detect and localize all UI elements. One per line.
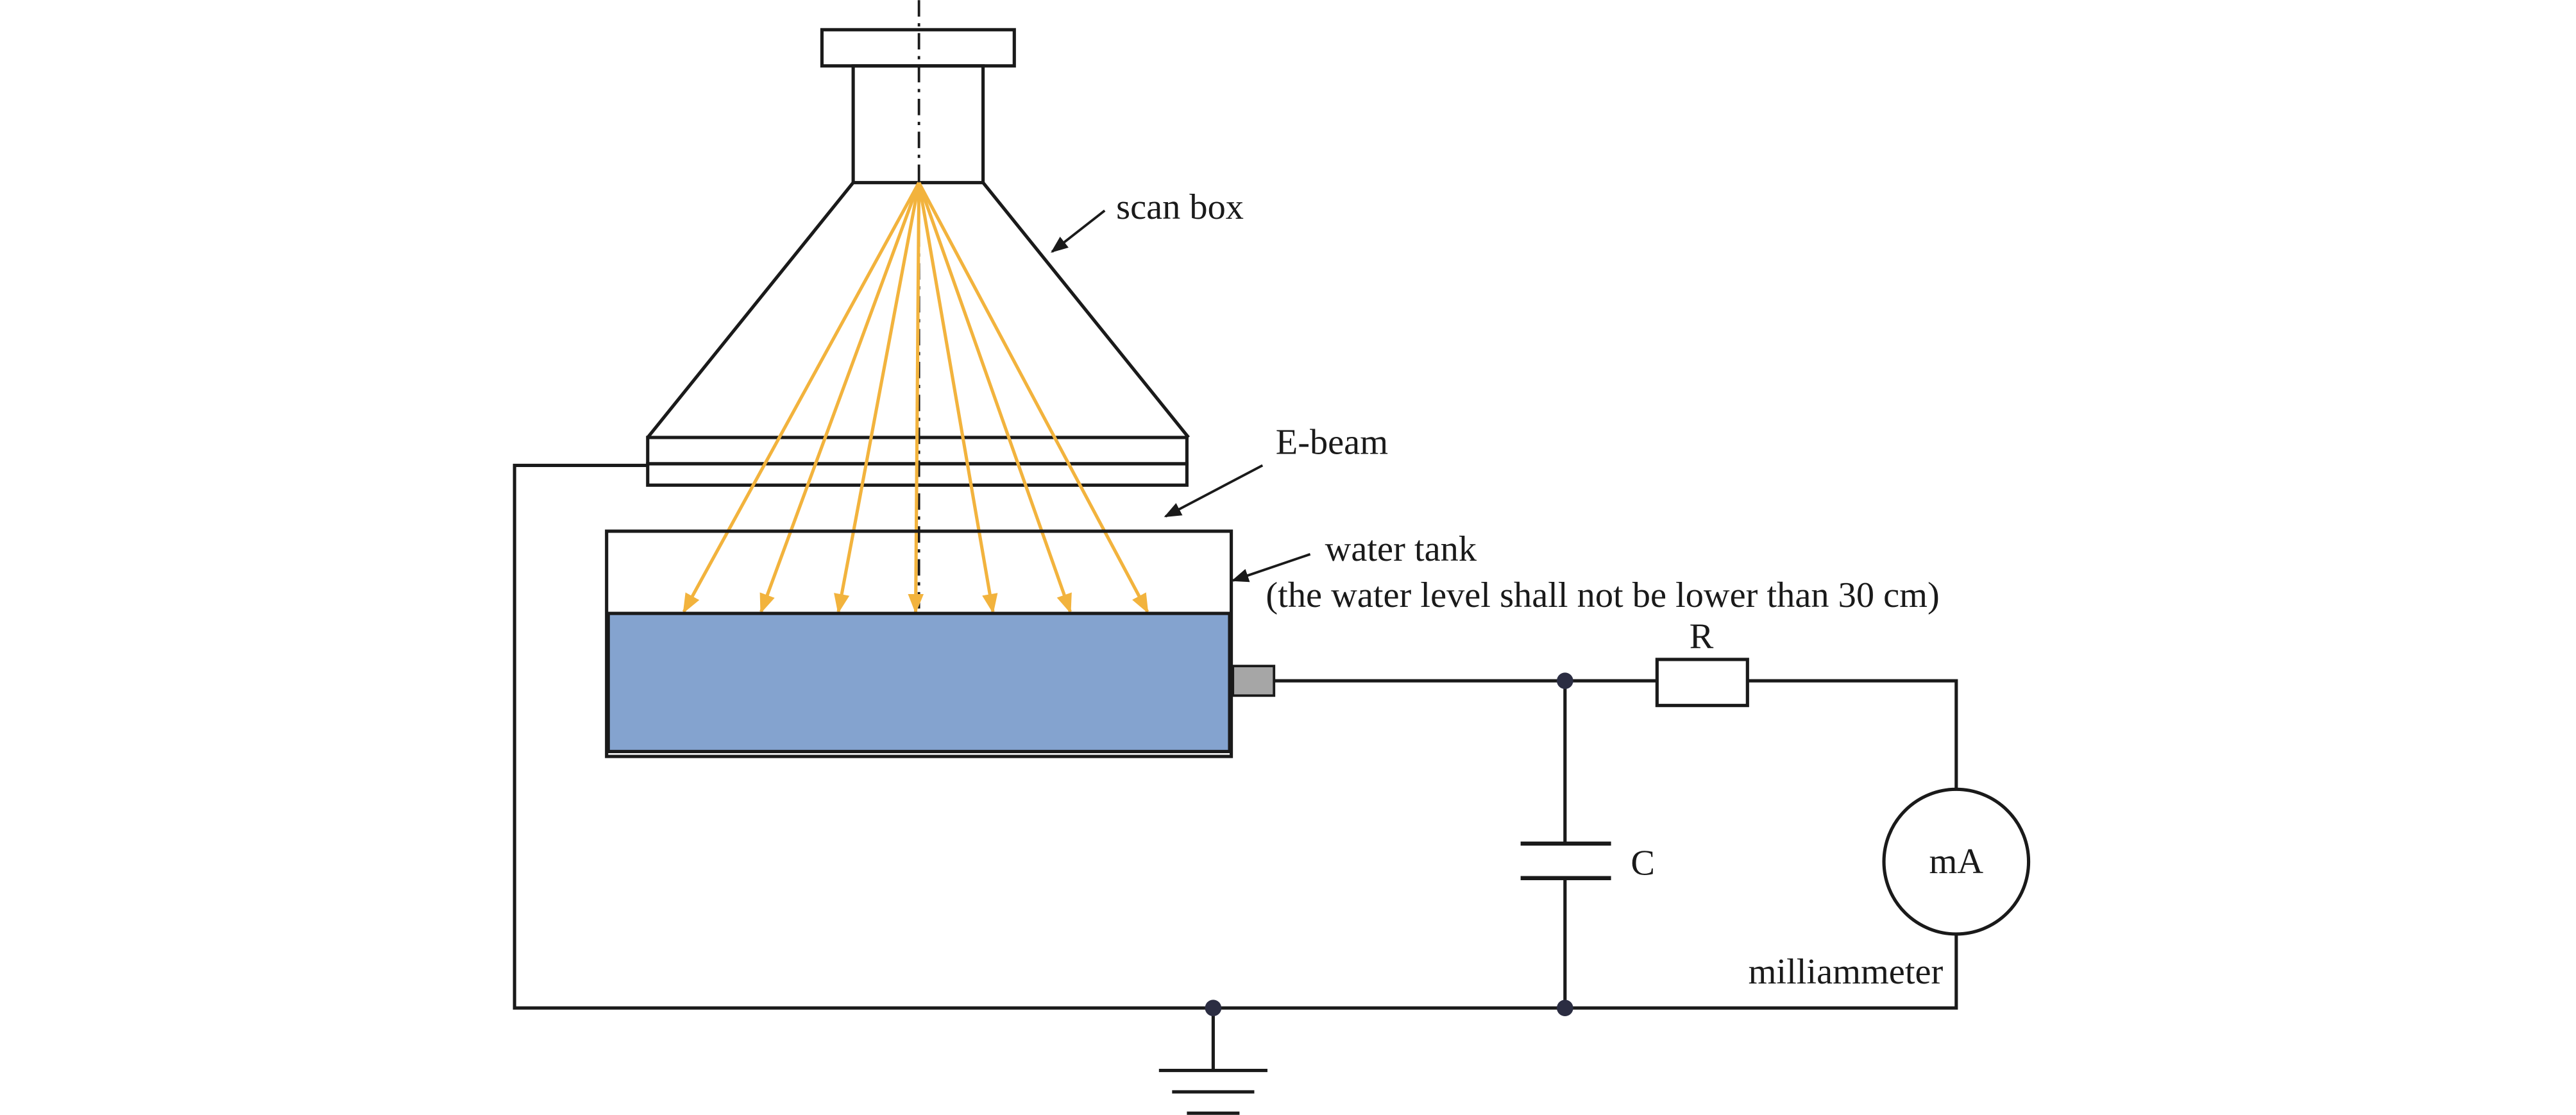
capacitor-symbol bbox=[1520, 841, 1611, 880]
ground-symbol bbox=[1158, 1069, 1267, 1115]
electron-beam-rays bbox=[682, 182, 1149, 614]
wire-resistor-to-meter bbox=[1747, 679, 1958, 790]
circuit-wiring bbox=[513, 463, 1958, 1069]
resistor-label: R bbox=[1690, 617, 1714, 656]
electron-beam-ray bbox=[917, 182, 1149, 614]
water-volume bbox=[606, 611, 1232, 753]
junction-nodes bbox=[1205, 672, 1573, 1017]
electron-beam-ray bbox=[682, 182, 920, 614]
scan-box-label: scan box bbox=[1116, 187, 1244, 227]
electron-beam-ray bbox=[908, 182, 924, 614]
e-beam-label: E-beam bbox=[1276, 423, 1388, 463]
milliammeter-symbol bbox=[1882, 787, 2031, 936]
scan-box-pointer-arrow bbox=[1051, 209, 1106, 253]
e-beam-pointer-arrow bbox=[1164, 464, 1264, 518]
junction-dot-bottom-right bbox=[1557, 1000, 1573, 1017]
electron-beam-ray bbox=[917, 182, 1072, 614]
water-level-note: (the water level shall not be lower than… bbox=[1266, 575, 1939, 615]
resistor-symbol bbox=[1655, 658, 1749, 708]
tank-electrode bbox=[1232, 665, 1276, 697]
water-tank-pointer-arrow bbox=[1231, 553, 1311, 583]
electron-beam-ray bbox=[759, 182, 921, 614]
wire-scan-box-to-ground bbox=[513, 463, 1958, 1010]
junction-dot-ground bbox=[1205, 1000, 1222, 1017]
label-pointers bbox=[1051, 209, 1311, 583]
electron-beam-ray bbox=[917, 182, 998, 614]
milliammeter-label: milliammeter bbox=[1749, 952, 1944, 992]
capacitor-label: C bbox=[1631, 844, 1655, 883]
water-tank-label: water tank bbox=[1325, 529, 1477, 569]
electron-beam-ray bbox=[834, 182, 921, 614]
junction-dot-top bbox=[1557, 672, 1573, 690]
scan-box-right-wall bbox=[981, 182, 1190, 439]
meter-symbol-label: mA bbox=[1929, 842, 1984, 881]
scan-box-left-wall bbox=[646, 182, 855, 439]
water-tank bbox=[605, 529, 1276, 758]
